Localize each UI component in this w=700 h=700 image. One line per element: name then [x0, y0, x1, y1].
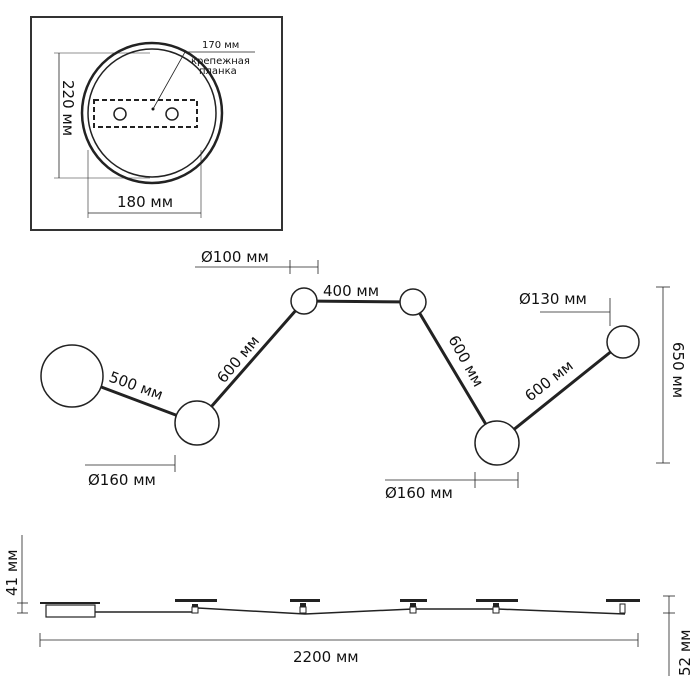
diameter-160-right-label: Ø160 мм	[385, 484, 453, 502]
side-view: 41 мм 2200 мм 52 мм	[3, 535, 694, 676]
diameter-130-label: Ø130 мм	[519, 290, 587, 308]
arm-length-label: 600 мм	[521, 356, 576, 405]
arm-side	[95, 607, 626, 615]
total-depth-label: 52 мм	[676, 630, 694, 677]
globe-shade	[474, 420, 520, 466]
canopy-inner-circle	[87, 48, 217, 178]
diameter-160-left-label: Ø160 мм	[88, 471, 156, 489]
globe-shade	[606, 325, 640, 359]
globe-shade	[399, 288, 427, 316]
arm-length-label: 400 мм	[323, 282, 379, 300]
mount-view-frame	[30, 16, 283, 231]
total-height-label: 650 мм	[669, 342, 687, 398]
leader-line	[152, 51, 255, 110]
fixture-side	[175, 599, 640, 614]
canopy-outer-circle	[80, 41, 224, 185]
arm-length-label: 600 мм	[445, 332, 488, 390]
plate-label: планка	[199, 66, 237, 77]
total-length-label: 2200 мм	[293, 648, 359, 666]
canopy-side	[45, 604, 96, 618]
plate-width-label: 170 мм	[202, 40, 239, 51]
height-label: 220 мм	[59, 80, 77, 136]
arm-length-label: 600 мм	[213, 332, 263, 386]
plate-label: крепежная	[191, 56, 250, 67]
base-height-label: 41 мм	[3, 550, 21, 597]
screw-hole	[165, 107, 179, 121]
top-view: Ø100 мм Ø130 мм Ø160 мм Ø160 мм 500 мм 6…	[40, 248, 687, 502]
diameter-100-label: Ø100 мм	[201, 248, 269, 266]
screw-hole	[113, 107, 127, 121]
globe-shade	[174, 400, 220, 446]
mount-plate-view: 170 мм крепежная планка 220 мм 180 мм	[30, 16, 283, 231]
width-label: 180 мм	[117, 193, 173, 211]
globe-shade	[40, 344, 104, 408]
arm-path	[71, 299, 624, 446]
mounting-plate-outline	[93, 99, 198, 128]
globe-shade	[290, 287, 318, 315]
